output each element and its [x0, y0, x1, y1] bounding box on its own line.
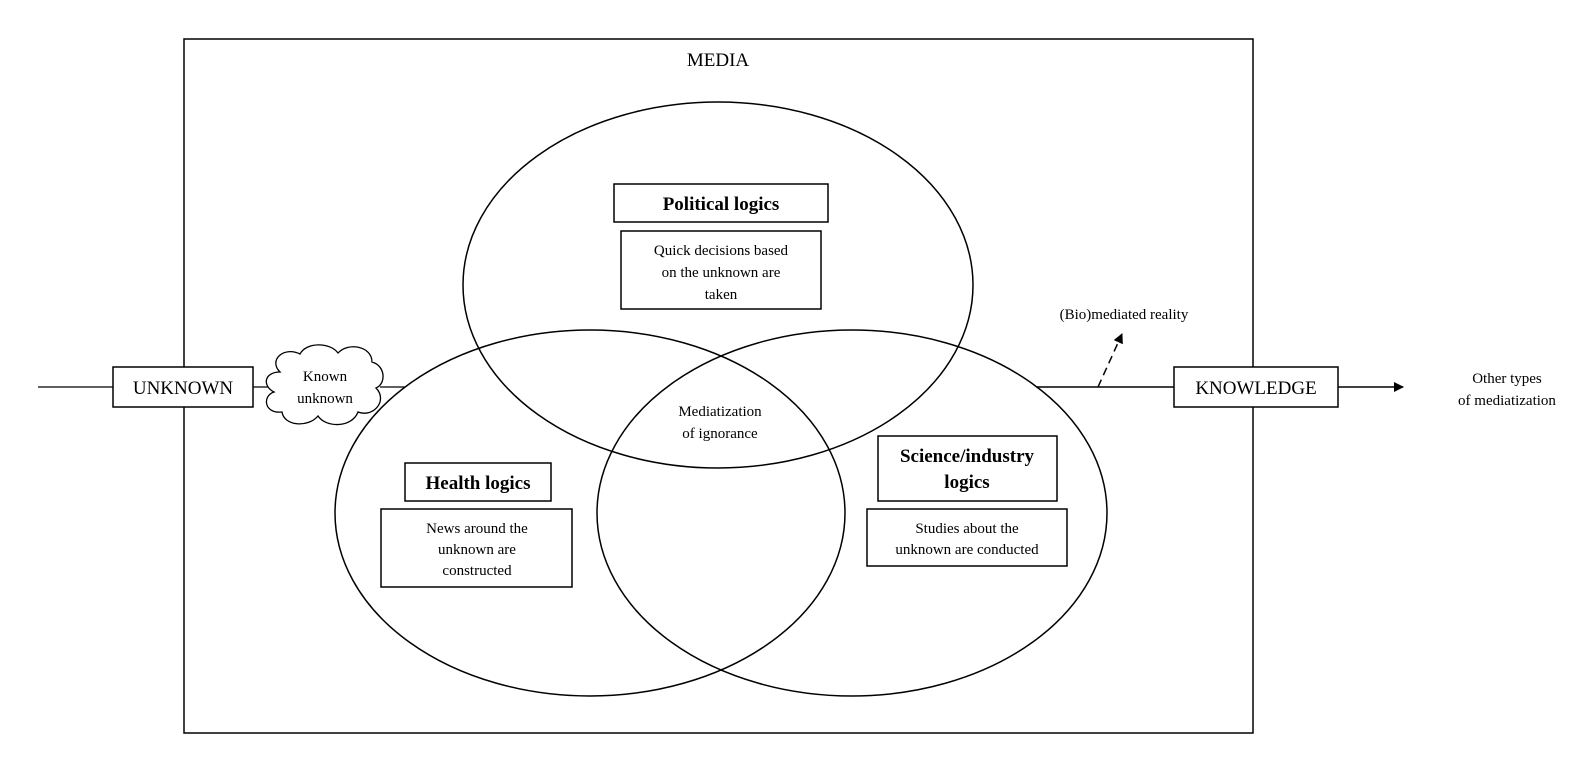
center-label-line-1: Mediatization: [678, 404, 762, 420]
other-types-line-1: Other types: [1472, 371, 1542, 387]
health-title-box: [404, 462, 552, 502]
unknown-box: [112, 366, 254, 408]
science-desc-line-2: unknown are conducted: [895, 542, 1039, 558]
political-desc-box: [620, 230, 822, 310]
other-types-line-2: of mediatization: [1458, 393, 1556, 409]
health-ellipse: [334, 329, 846, 697]
known-unknown-line-1: Known: [303, 369, 348, 385]
known-unknown-cloud: [265, 344, 384, 426]
health-desc-line-3: constructed: [442, 563, 512, 579]
science-desc-box: [866, 508, 1068, 567]
political-desc-line-1: Quick decisions based: [654, 243, 789, 259]
science-ellipse: [596, 329, 1108, 697]
knowledge-label: KNOWLEDGE: [1195, 378, 1316, 399]
science-title-line-2: logics: [944, 472, 989, 493]
science-desc-line-1: Studies about the: [915, 521, 1019, 537]
health-desc-box: [380, 508, 573, 588]
political-title-box: [613, 183, 829, 223]
center-label-line-2: of ignorance: [682, 426, 758, 442]
media-label: MEDIA: [687, 50, 750, 71]
biomediated-reality-label: (Bio)mediated reality: [1060, 307, 1189, 323]
health-title: Health logics: [425, 473, 530, 494]
science-title-line-1: Science/industry: [900, 446, 1035, 467]
health-desc-line-1: News around the: [426, 521, 528, 537]
health-desc-line-2: unknown are: [438, 542, 516, 558]
political-title: Political logics: [663, 194, 780, 215]
political-desc-line-2: on the unknown are: [662, 265, 781, 281]
science-title-box: [877, 435, 1058, 502]
unknown-label: UNKNOWN: [133, 378, 234, 399]
known-unknown-line-2: unknown: [297, 391, 353, 407]
political-desc-line-3: taken: [705, 287, 738, 303]
biomediated-dashed-arrow: [1097, 333, 1123, 388]
political-ellipse: [462, 101, 974, 469]
